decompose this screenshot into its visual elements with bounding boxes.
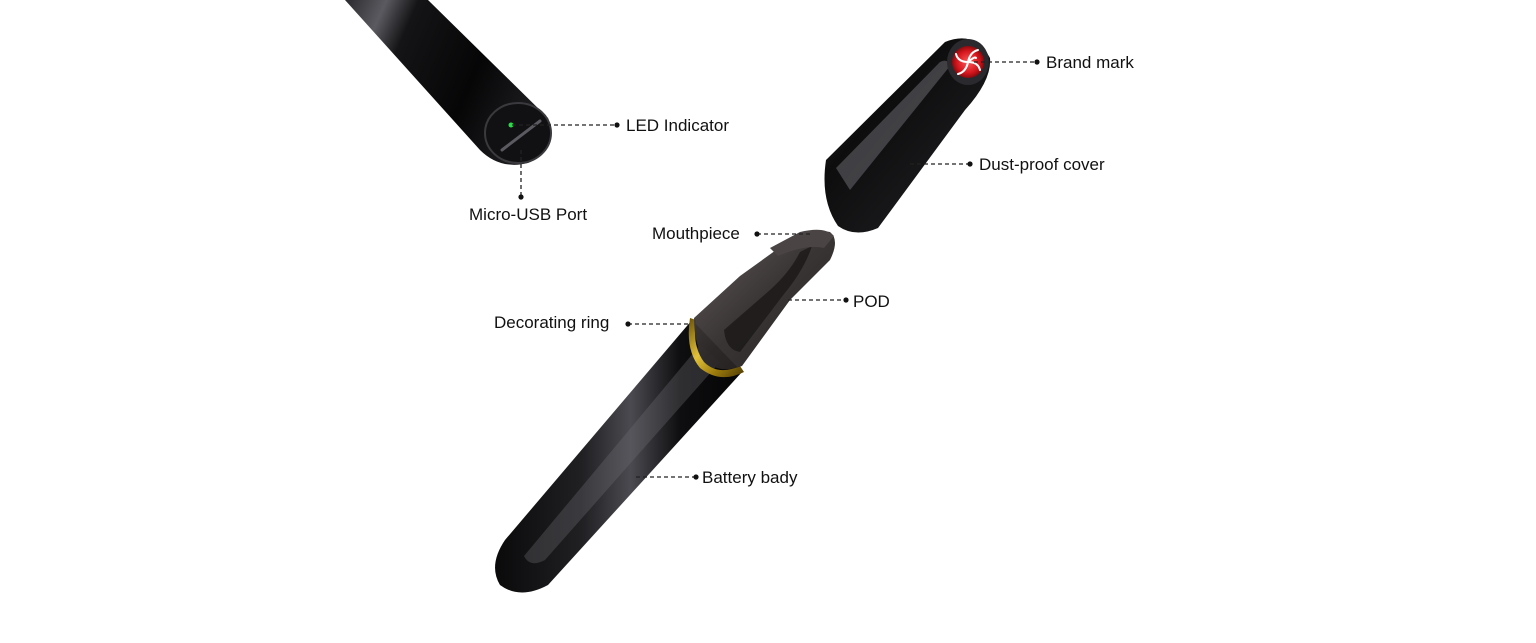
label-micro-usb-port: Micro-USB Port [469,205,587,224]
battery-end-cap [485,103,551,163]
label-dust-proof-cover: Dust-proof cover [979,155,1105,174]
main-device [495,230,835,593]
label-pod: POD [853,292,890,311]
callout-battery-body: Battery bady [636,468,798,487]
label-decorating-ring: Decorating ring [494,313,609,332]
callout-dust-proof-cover: Dust-proof cover [910,155,1105,174]
battery-highlight [524,345,720,563]
callout-pod: POD [788,292,890,311]
callout-brand-mark: Brand mark [974,53,1134,72]
label-led-indicator: LED Indicator [626,116,729,135]
callout-decorating-ring: Decorating ring [494,313,690,332]
label-brand-mark: Brand mark [1046,53,1134,72]
dust-proof-cover-part [825,38,991,232]
label-battery-body: Battery bady [702,468,798,487]
label-mouthpiece: Mouthpiece [652,224,740,243]
battery-end-closeup [345,0,551,165]
